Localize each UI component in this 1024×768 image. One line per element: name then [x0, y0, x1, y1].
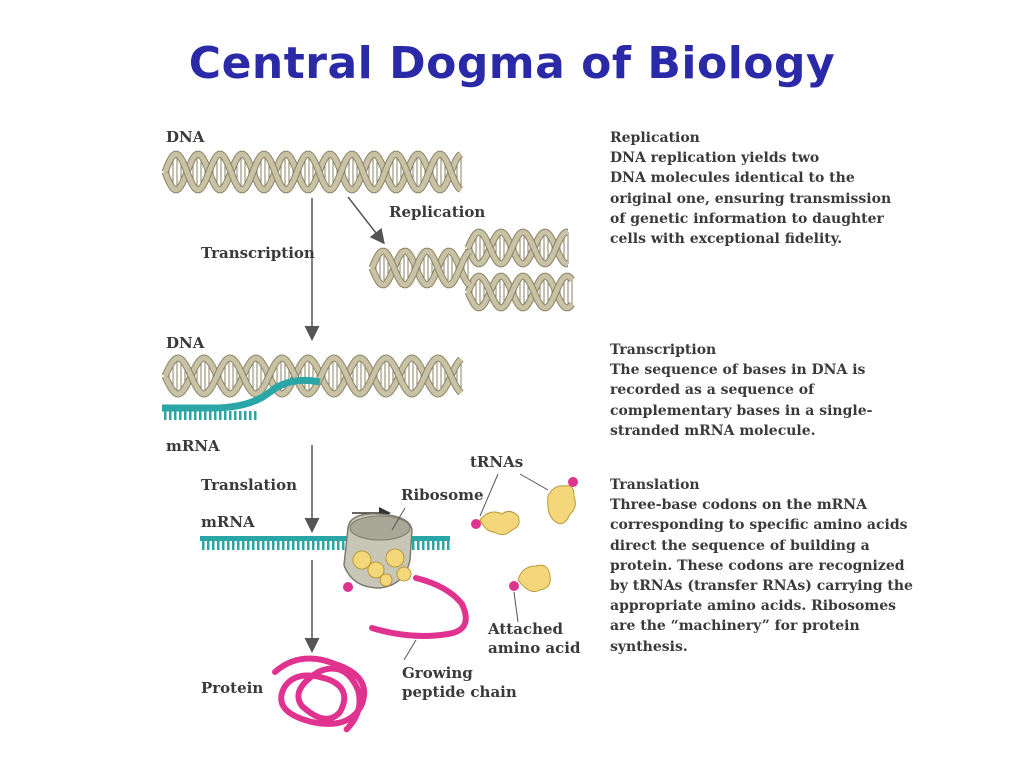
label-ribosome: Ribosome — [401, 486, 484, 504]
trna-molecule-2 — [547, 477, 578, 525]
description-heading: Replication — [610, 130, 700, 146]
label-transcription: Transcription — [201, 244, 315, 262]
page-title: Central Dogma of Biology — [188, 38, 836, 89]
description-line: of genetic information to daughter — [610, 210, 884, 227]
description-line: corresponding to specific amino acids — [610, 517, 908, 534]
description-line: stranded mRNA molecule. — [610, 422, 816, 439]
arrow-replication — [347, 196, 385, 245]
description-line: DNA molecules identical to the — [610, 170, 855, 187]
description-line: by tRNAs (transfer RNAs) carrying the — [610, 578, 913, 595]
description-replication: Replication DNA replication yields two D… — [610, 128, 920, 249]
description-heading: Translation — [610, 477, 700, 493]
description-line: The sequence of bases in DNA is — [610, 362, 866, 379]
description-line: recorded as a sequence of — [610, 382, 815, 399]
description-transcription: Transcription The sequence of bases in D… — [610, 340, 920, 441]
amino-acid-pointer — [513, 591, 519, 623]
description-line: are the “machinery” for protein — [610, 618, 860, 635]
trna-molecule-3 — [509, 564, 551, 593]
label-mrna-bottom: mRNA — [201, 513, 255, 531]
dna-helix-replicated-upper — [464, 228, 569, 268]
description-line: protein. These codons are recognized — [610, 557, 905, 574]
dna-helix-replicated-lower — [464, 272, 575, 312]
description-line: cells with exceptional fidelity. — [610, 231, 843, 248]
label-trnas: tRNAs — [470, 453, 524, 471]
ribosome-pointer — [391, 507, 406, 531]
label-dna-top: DNA — [166, 128, 205, 146]
description-translation: Translation Three-base codons on the mRN… — [610, 475, 920, 657]
growing-peptide-chain — [343, 575, 469, 639]
label-growing-peptide-chain: Growing peptide chain — [402, 664, 517, 701]
dna-helix-top — [161, 150, 464, 194]
trnas-pointer-lines — [479, 473, 549, 517]
trna-molecule-1 — [471, 510, 520, 536]
description-line: original one, ensuring transmission — [610, 190, 892, 207]
description-line: complementary bases in a single- — [610, 402, 873, 419]
label-attached-amino-acid: Attached amino acid — [488, 620, 581, 657]
description-line: DNA replication yields two — [610, 150, 820, 167]
dna-helix-transcribing — [161, 354, 464, 398]
protein-coil — [272, 655, 368, 733]
label-dna-mid: DNA — [166, 334, 205, 352]
label-protein: Protein — [201, 679, 264, 697]
label-mrna-mid: mRNA — [166, 437, 220, 455]
ribosome — [343, 513, 413, 589]
dna-helix-replicated-left — [368, 247, 472, 289]
peptide-chain-pointer — [403, 639, 417, 661]
description-line: Three-base codons on the mRNA — [610, 497, 867, 514]
label-translation: Translation — [201, 476, 297, 494]
description-heading: Transcription — [610, 342, 717, 358]
mrna-strand-transcript — [162, 376, 321, 420]
description-line: synthesis. — [610, 638, 688, 655]
description-line: direct the sequence of building a — [610, 537, 870, 554]
description-line: appropriate amino acids. Ribosomes — [610, 598, 896, 615]
mrna-strand-bottom — [200, 536, 450, 550]
label-replication: Replication — [389, 203, 486, 221]
